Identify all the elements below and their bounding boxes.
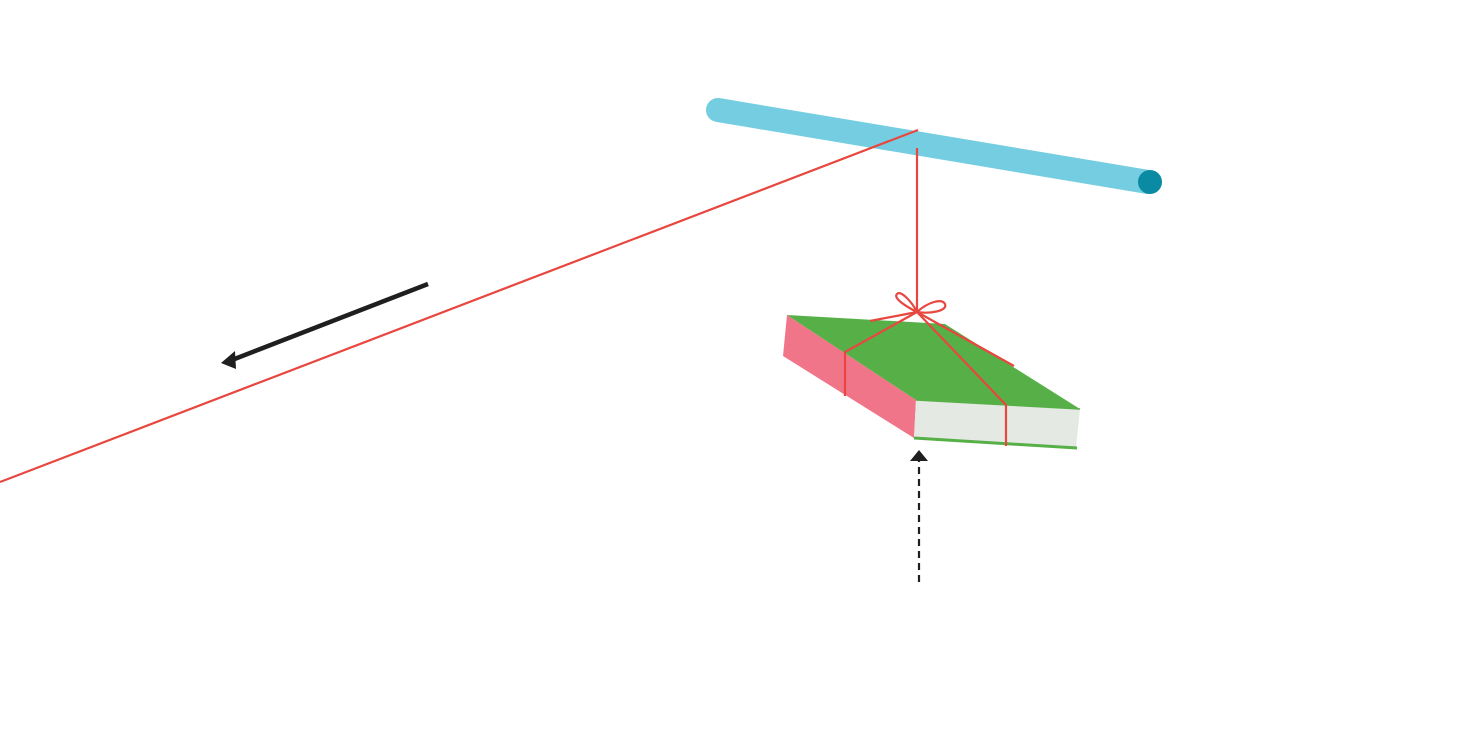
rod-body	[706, 98, 1160, 194]
pull-direction-arrow	[221, 281, 429, 369]
pull-arrow-shaft	[231, 281, 429, 363]
book-tie-cross-front	[916, 311, 1015, 367]
bow-loop-left	[895, 292, 920, 315]
pull-string	[0, 128, 919, 484]
book-tie-right	[916, 311, 1008, 446]
upward-dashed-arrow	[910, 450, 928, 582]
rod	[706, 98, 1162, 194]
dashed-arrow-head	[910, 450, 928, 461]
pull-arrow-head	[221, 351, 236, 369]
book-pages	[914, 400, 1080, 448]
bow-loop-right	[914, 300, 947, 314]
rod-end-cap	[1138, 170, 1162, 194]
book-tie-cross-back	[869, 310, 918, 323]
book	[783, 310, 1081, 450]
book-spine	[783, 315, 916, 438]
book-tie-left	[843, 311, 918, 396]
book-cover	[787, 315, 1080, 409]
book-back-cover-edge	[913, 436, 1078, 450]
book-cover-front-edge	[915, 399, 1081, 410]
bow-knot	[895, 292, 947, 315]
